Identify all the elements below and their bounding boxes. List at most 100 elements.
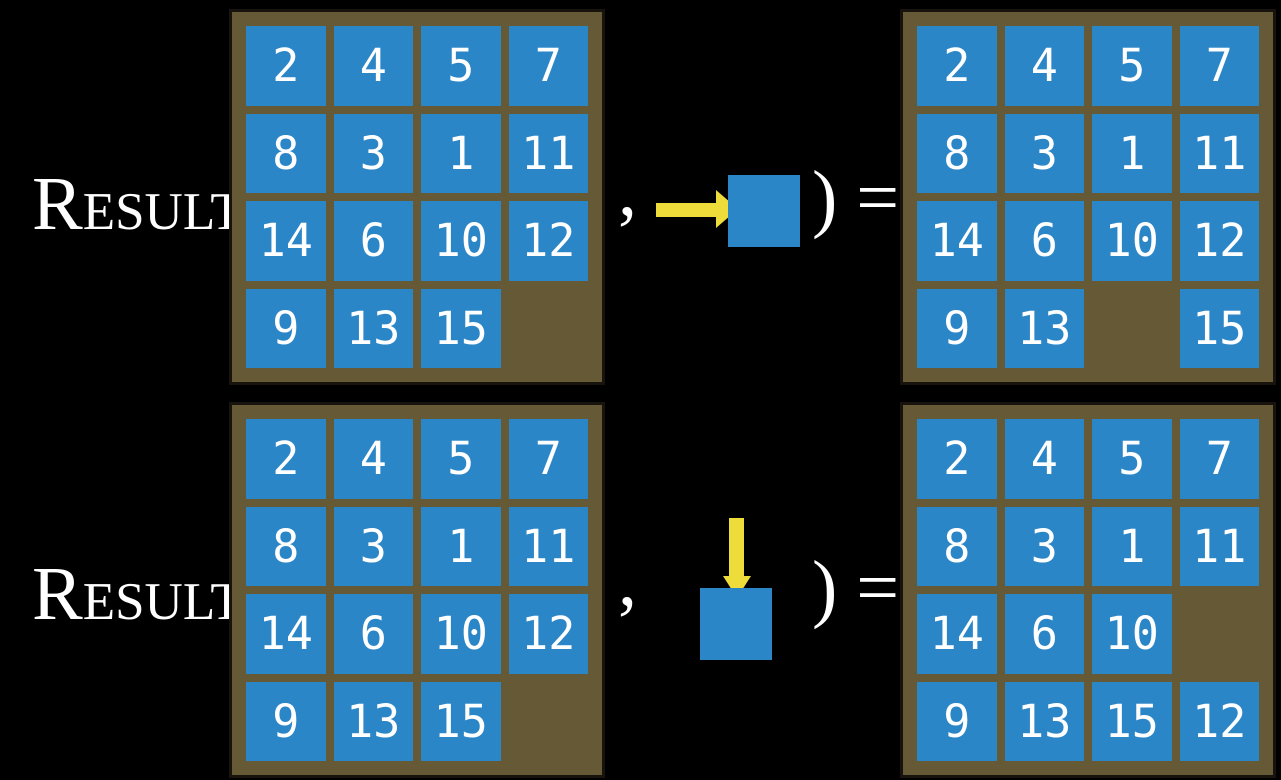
puzzle-tile: 13 (333, 681, 413, 761)
tile-number: 4 (359, 39, 387, 93)
empty-cell (1092, 289, 1172, 369)
puzzle-tile: 11 (1179, 113, 1259, 193)
puzzle-tile: 7 (1179, 419, 1259, 499)
puzzle-tile: 12 (508, 594, 588, 674)
tile-number: 11 (521, 519, 576, 573)
tile-number: 6 (359, 214, 387, 268)
tile-number: 2 (272, 432, 300, 486)
puzzle-tile: 5 (421, 419, 501, 499)
puzzle-tile: 4 (333, 26, 413, 106)
tile-number: 6 (359, 607, 387, 661)
puzzle-tile: 2 (917, 26, 997, 106)
tile-number: 8 (272, 126, 300, 180)
tile-number: 1 (447, 519, 475, 573)
tile-number: 15 (1192, 301, 1247, 355)
tile-number: 5 (447, 39, 475, 93)
puzzle-tile: 10 (421, 201, 501, 281)
tile-number: 12 (521, 607, 576, 661)
puzzle-tile: 4 (333, 419, 413, 499)
tile-number: 7 (534, 39, 562, 93)
tile-number: 12 (521, 214, 576, 268)
puzzle-tile: 8 (917, 506, 997, 586)
tile-number: 8 (272, 519, 300, 573)
empty-cell (1180, 594, 1260, 674)
tile-number: 11 (1192, 519, 1247, 573)
tile-number: 10 (433, 607, 488, 661)
puzzle-tile: 10 (1092, 201, 1172, 281)
tile-number: 4 (359, 432, 387, 486)
tile-number: 9 (943, 301, 971, 355)
tile-number: 1 (447, 126, 475, 180)
tile-number: 11 (1192, 126, 1247, 180)
puzzle-tile: 4 (1004, 419, 1084, 499)
puzzle-tile: 14 (246, 594, 326, 674)
puzzle-tile: 9 (917, 288, 997, 368)
tile-number: 15 (433, 694, 488, 748)
puzzle-tile: 9 (246, 288, 326, 368)
puzzle-tile: 8 (246, 113, 326, 193)
puzzle-tile: 6 (1004, 201, 1084, 281)
puzzle-tile: 13 (1004, 681, 1084, 761)
tile-number: 13 (346, 301, 401, 355)
puzzle-tile: 14 (917, 594, 997, 674)
tile-number: 5 (1118, 432, 1146, 486)
puzzle-tile: 15 (1092, 681, 1172, 761)
puzzle-tile: 12 (1179, 201, 1259, 281)
puzzle-tile: 7 (1179, 26, 1259, 106)
tile-number: 8 (943, 126, 971, 180)
puzzle-tile: 12 (508, 201, 588, 281)
tile-number: 14 (929, 607, 984, 661)
puzzle-tile: 9 (246, 681, 326, 761)
tile-number: 9 (943, 694, 971, 748)
puzzle-tile: 9 (917, 681, 997, 761)
puzzle-tile: 1 (421, 113, 501, 193)
tile-number: 1 (1118, 126, 1146, 180)
tile-number: 5 (1118, 39, 1146, 93)
tile-number: 8 (943, 519, 971, 573)
puzzle-tile: 13 (1004, 288, 1084, 368)
puzzle-tile: 11 (508, 113, 588, 193)
tile-number: 13 (1017, 301, 1072, 355)
tile-number: 11 (521, 126, 576, 180)
puzzle-tile: 6 (1004, 594, 1084, 674)
puzzle-tile: 8 (917, 113, 997, 193)
tile-number: 10 (1104, 607, 1159, 661)
puzzle-tile: 15 (1179, 288, 1259, 368)
puzzle-tile: 5 (421, 26, 501, 106)
result-label: Result( (32, 552, 269, 636)
puzzle-tile: 2 (917, 419, 997, 499)
tile-number: 6 (1030, 214, 1058, 268)
puzzle-tile: 3 (1004, 113, 1084, 193)
tile-number: 7 (1205, 39, 1233, 93)
puzzle-tile: 10 (1092, 594, 1172, 674)
puzzle-tile: 1 (421, 506, 501, 586)
tile-number: 9 (272, 694, 300, 748)
tile-number: 14 (258, 214, 313, 268)
tile-number: 2 (272, 39, 300, 93)
tile-number: 7 (534, 432, 562, 486)
tile-number: 3 (359, 126, 387, 180)
puzzle-tile: 14 (917, 201, 997, 281)
tile-number: 2 (943, 39, 971, 93)
tile-number: 12 (1192, 694, 1247, 748)
puzzle-tile: 3 (333, 113, 413, 193)
tile-number: 4 (1030, 432, 1058, 486)
puzzle-tile: 7 (508, 419, 588, 499)
tile-number: 6 (1030, 607, 1058, 661)
down-arrow-icon (723, 518, 751, 598)
tile-number: 15 (1104, 694, 1159, 748)
tile-number: 3 (359, 519, 387, 573)
puzzle-tile: 15 (421, 681, 501, 761)
puzzle-tile: 13 (333, 288, 413, 368)
puzzle-tile: 15 (421, 288, 501, 368)
puzzle-tile: 11 (508, 506, 588, 586)
comma: , (618, 148, 637, 232)
puzzle-tile: 7 (508, 26, 588, 106)
tile-number: 9 (272, 301, 300, 355)
right-arrow-icon (656, 190, 738, 228)
tile-number: 13 (346, 694, 401, 748)
puzzle-tile: 3 (1004, 506, 1084, 586)
